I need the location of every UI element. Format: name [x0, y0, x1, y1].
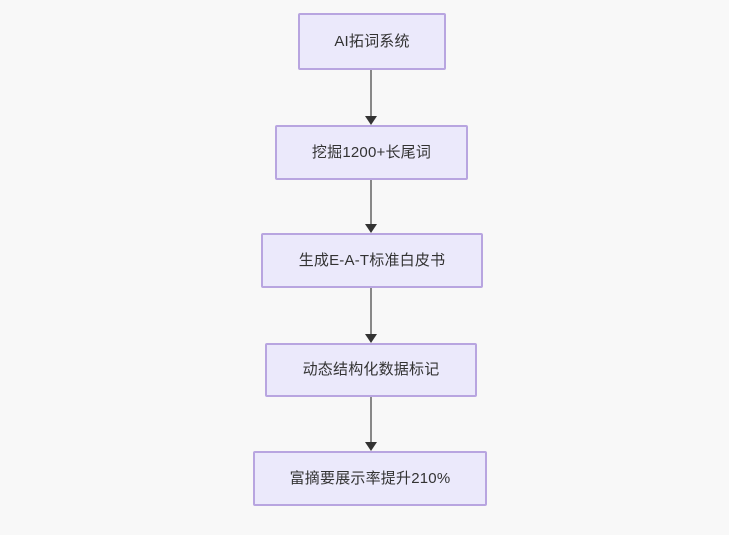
- arrowhead-icon: [365, 116, 377, 125]
- flow-node-generate-eat-whitepaper[interactable]: 生成E-A-T标准白皮书: [261, 233, 483, 288]
- edge-line: [370, 288, 372, 336]
- flow-node-rich-snippet-uplift[interactable]: 富摘要展示率提升210%: [253, 451, 487, 506]
- edge-line: [370, 70, 372, 118]
- arrowhead-icon: [365, 334, 377, 343]
- edge-line: [370, 397, 372, 444]
- flow-node-label: 挖掘1200+长尾词: [311, 143, 432, 161]
- flow-node-label: 富摘要展示率提升210%: [289, 469, 451, 487]
- flow-node-label: 生成E-A-T标准白皮书: [298, 251, 446, 269]
- flow-node-ai-keyword-system[interactable]: AI拓词系统: [298, 13, 446, 70]
- flow-node-mine-longtail-keywords[interactable]: 挖掘1200+长尾词: [275, 125, 468, 180]
- arrowhead-icon: [365, 224, 377, 233]
- flow-node-label: 动态结构化数据标记: [302, 361, 440, 378]
- flow-node-label: AI拓词系统: [334, 32, 410, 50]
- edge-line: [370, 180, 372, 226]
- flow-node-dynamic-structured-data[interactable]: 动态结构化数据标记: [265, 343, 477, 397]
- arrowhead-icon: [365, 442, 377, 451]
